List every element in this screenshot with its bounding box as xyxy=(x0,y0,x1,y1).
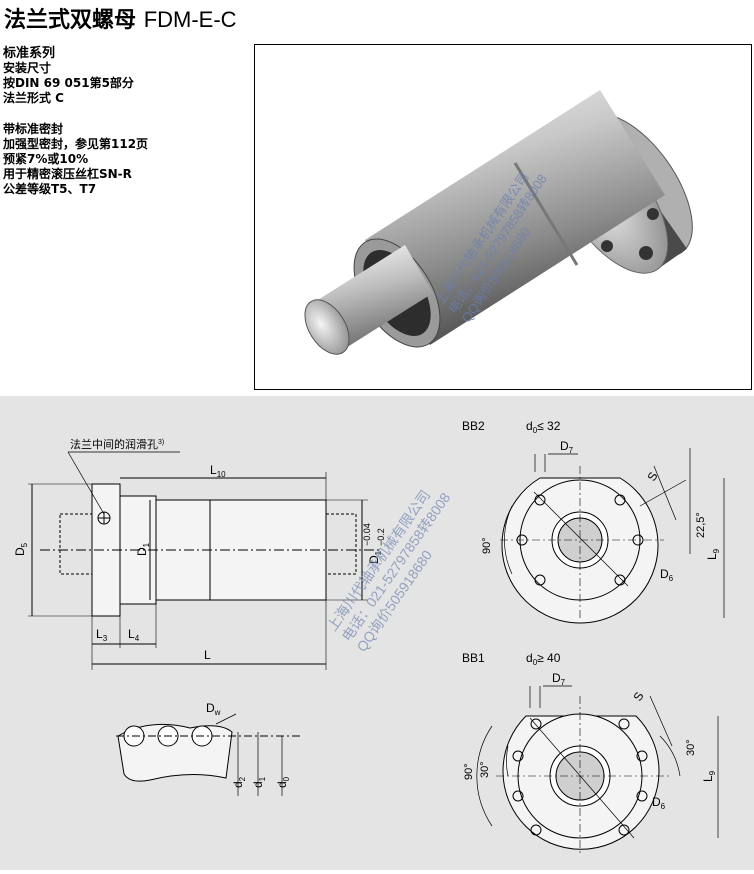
svg-text:d1: d1 xyxy=(251,776,267,788)
spec-line: 用于精密滚压丝杠SN-R xyxy=(3,167,132,181)
bb2-L9: L9 xyxy=(705,548,721,560)
bb2-90: 90° xyxy=(481,537,493,554)
dim-D1: D1 xyxy=(135,542,151,556)
technical-drawing-panel: 法兰中间的润滑孔3) L10 D5 D1 D1 −0.04 −0.2 L3 L4… xyxy=(0,396,754,870)
bb2-S: S xyxy=(644,470,660,484)
svg-text:D1: D1 xyxy=(135,542,151,556)
dim-L4: L4 xyxy=(128,627,140,643)
bb1-D7: D7 xyxy=(552,671,566,687)
title-cn: 法兰式双螺母 xyxy=(4,8,137,33)
page-title: 法兰式双螺母 FDM-E-C xyxy=(4,2,237,34)
spec-heading: 标准系列 xyxy=(3,46,56,61)
title-code: FDM-E-C xyxy=(143,7,237,32)
spec-line: 安装尺寸 xyxy=(3,61,52,75)
dim-L3: L3 xyxy=(96,627,108,643)
bb2-D6: D6 xyxy=(660,567,674,583)
bb1-label: BB1 xyxy=(462,651,485,665)
dim-d2: d2 xyxy=(231,776,247,788)
dim-d0: d0 xyxy=(275,776,291,788)
svg-text:D1: D1 xyxy=(367,550,383,564)
svg-text:90°: 90° xyxy=(463,763,475,780)
tol-bot: −0.2 xyxy=(376,528,386,546)
bb1-S: S xyxy=(630,690,646,704)
bb2-D7: D7 xyxy=(560,439,574,455)
svg-text:D5: D5 xyxy=(13,542,29,556)
product-photo-frame: 上海川代轴承机械有限公司 电话：021-52797858转8008 QQ询价50… xyxy=(254,44,752,390)
bb2-condition: d0≤ 32 xyxy=(526,419,561,435)
svg-text:d2: d2 xyxy=(231,776,247,788)
dimension-drawing: 法兰中间的润滑孔3) L10 D5 D1 D1 −0.04 −0.2 L3 L4… xyxy=(13,419,725,854)
lube-hole-label: 法兰中间的润滑孔3) xyxy=(70,437,164,451)
bb1-90: 90° xyxy=(463,763,475,780)
dim-L10: L10 xyxy=(210,463,226,479)
bb1-L9: L9 xyxy=(701,770,717,782)
svg-text:30°: 30° xyxy=(685,739,697,756)
dim-D5: D5 xyxy=(13,542,29,556)
svg-text:d0: d0 xyxy=(275,776,291,788)
svg-text:L9: L9 xyxy=(701,770,717,782)
spec-heading-2: 带标准密封 xyxy=(3,122,64,136)
tol-top: −0.04 xyxy=(362,523,372,546)
dim-L: L xyxy=(204,648,211,662)
bb1-30-left: 30° xyxy=(479,761,491,778)
bb2-angle: 22,5° xyxy=(695,512,707,538)
dim-Dw: Dw xyxy=(206,701,221,717)
spec-line: 公差等级T5、T7 xyxy=(3,182,97,196)
spec-line: 法兰形式 C xyxy=(3,91,64,105)
svg-text:30°: 30° xyxy=(479,761,491,778)
spec-line: 按DIN 69 051第5部分 xyxy=(3,76,134,90)
bb1-D6: D6 xyxy=(652,795,666,811)
spec-line: 加强型密封，参见第112页 xyxy=(3,137,149,151)
bb2-label: BB2 xyxy=(462,419,485,433)
dim-d1: d1 xyxy=(251,776,267,788)
spec-block: 标准系列 安装尺寸 按DIN 69 051第5部分 法兰形式 C 带标准密封 加… xyxy=(3,46,148,197)
dim-D1-tolerance: D1 −0.04 −0.2 xyxy=(362,523,386,564)
svg-text:L9: L9 xyxy=(705,548,721,560)
bb1-30-right: 30° xyxy=(685,739,697,756)
bb1-condition: d0≥ 40 xyxy=(526,651,561,667)
svg-text:22,5°: 22,5° xyxy=(695,512,707,538)
spec-line: 预紧7%或10% xyxy=(3,152,89,166)
ball-screw-nut-image: 上海川代轴承机械有限公司 电话：021-52797858转8008 QQ询价50… xyxy=(304,90,693,355)
svg-text:90°: 90° xyxy=(481,537,493,554)
